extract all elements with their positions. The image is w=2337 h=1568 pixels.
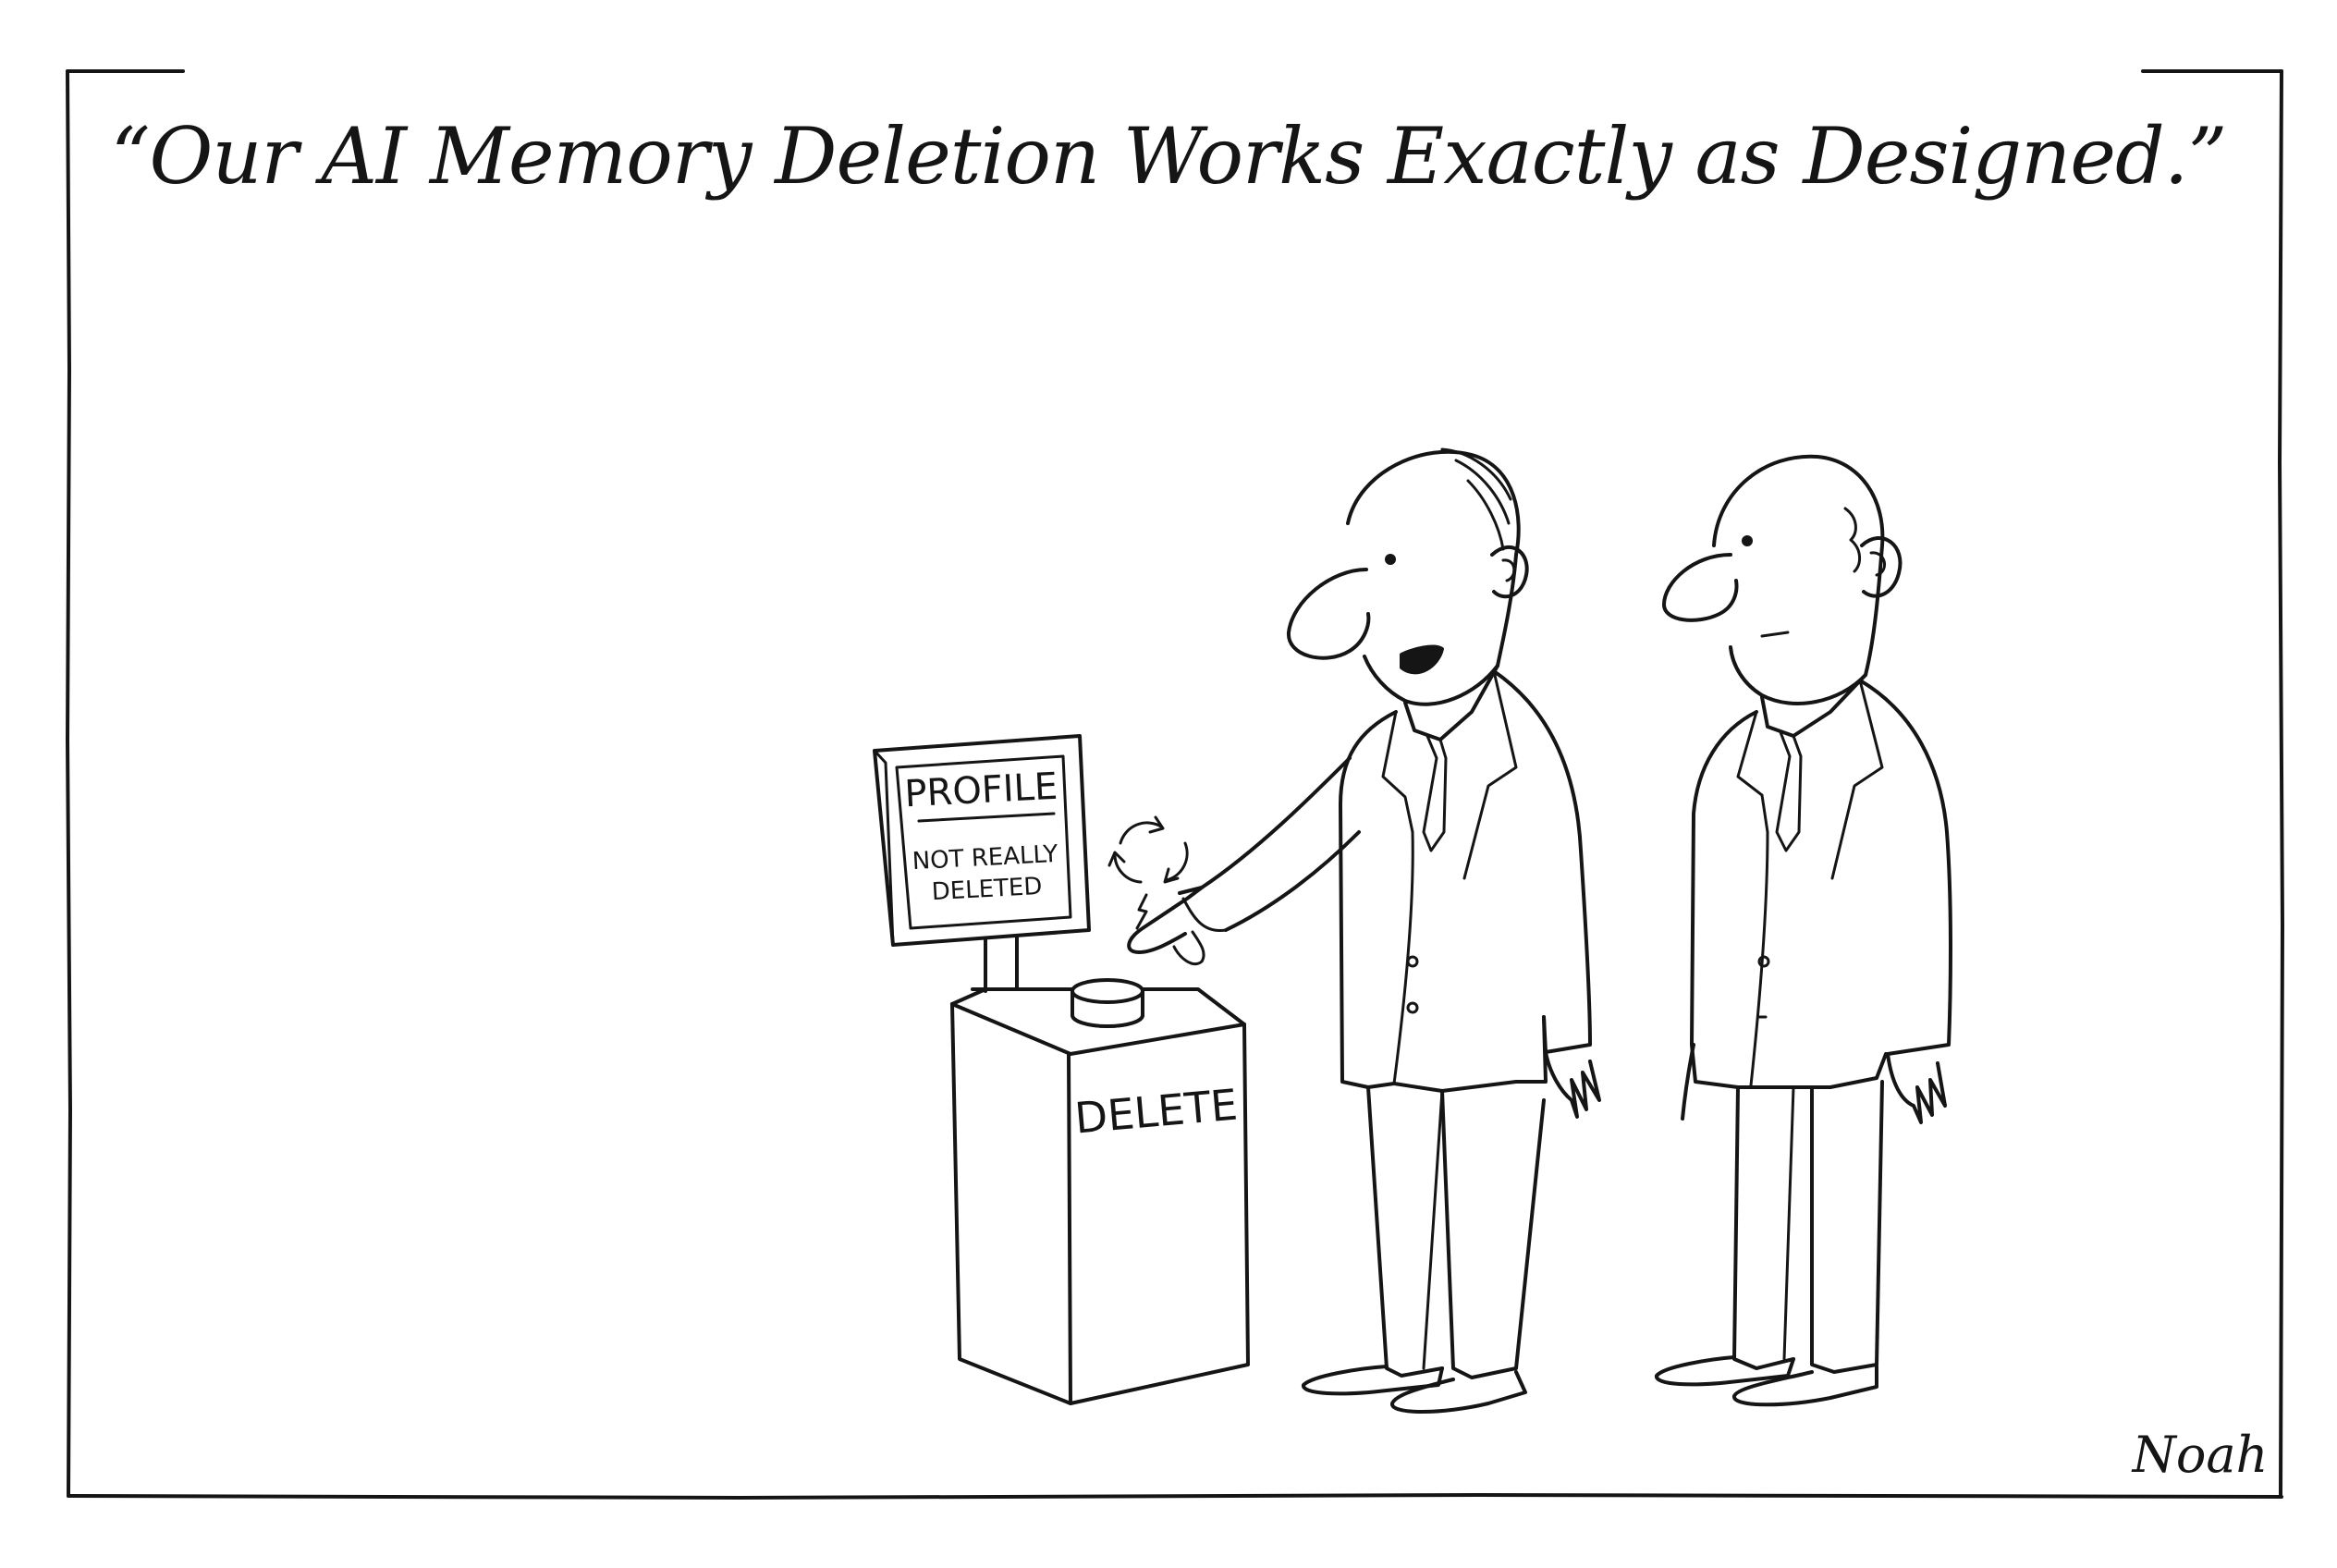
signature: Noah [2131,1426,2269,1484]
monitor-heading: PROFILE [903,766,1058,816]
spark-icon [1135,893,1148,930]
monitor-line-2: DELETED [931,873,1043,906]
monitor-line-1: NOT REALLY [912,840,1058,876]
delete-pedestal: DELETE [950,987,1250,1405]
caption: “Our AI Memory Deletion Works Exactly as… [110,111,2228,202]
pedestal-label: DELETE [1072,1079,1239,1143]
refresh-cycle-icon [1107,815,1189,884]
man-listening [1655,454,1952,1407]
delete-button [1071,978,1144,1028]
frame-border [66,69,2284,1500]
man-speaking [1127,447,1601,1414]
monitor: PROFILE NOT REALLY DELETED [873,734,1091,993]
